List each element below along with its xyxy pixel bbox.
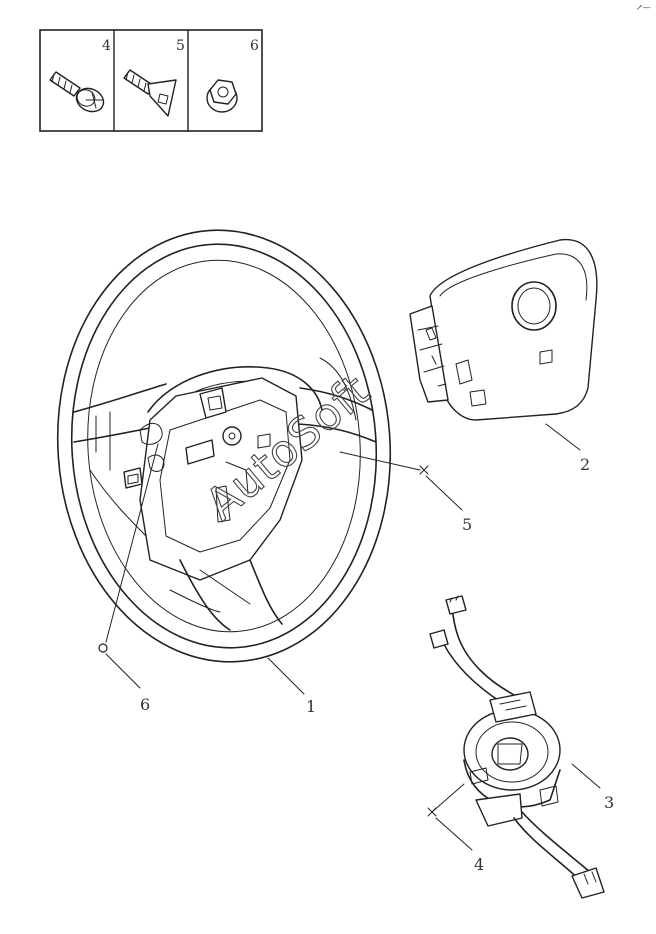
callout-3: 3 (571, 763, 614, 812)
callout-number-4: 4 (474, 855, 484, 874)
steering-wheel (56, 229, 392, 663)
callout-number-2: 2 (580, 455, 590, 474)
callout-number-1: 1 (306, 697, 316, 716)
callout-6: 6 (98, 443, 159, 714)
legend-number-5: 5 (176, 38, 185, 54)
legend-number-6: 6 (250, 38, 259, 54)
legend-number-4: 4 (102, 38, 111, 54)
callout-1: 1 (267, 657, 316, 716)
pan-head-screw-icon (49, 71, 105, 113)
callout-number-5: 5 (462, 515, 472, 534)
corner-mark: ↗— (636, 3, 651, 12)
fastener-legend: 4 5 6 (39, 29, 263, 132)
callout-number-3: 3 (604, 793, 614, 812)
countersunk-screw-icon (123, 69, 177, 117)
callout-5: 5 (339, 451, 472, 534)
callout-number-6: 6 (140, 695, 150, 714)
callout-2: 2 (545, 423, 590, 474)
flange-nut-icon (206, 79, 238, 113)
airbag-module (409, 238, 598, 421)
callout-4: 4 (427, 783, 484, 874)
clock-spring (429, 595, 605, 899)
